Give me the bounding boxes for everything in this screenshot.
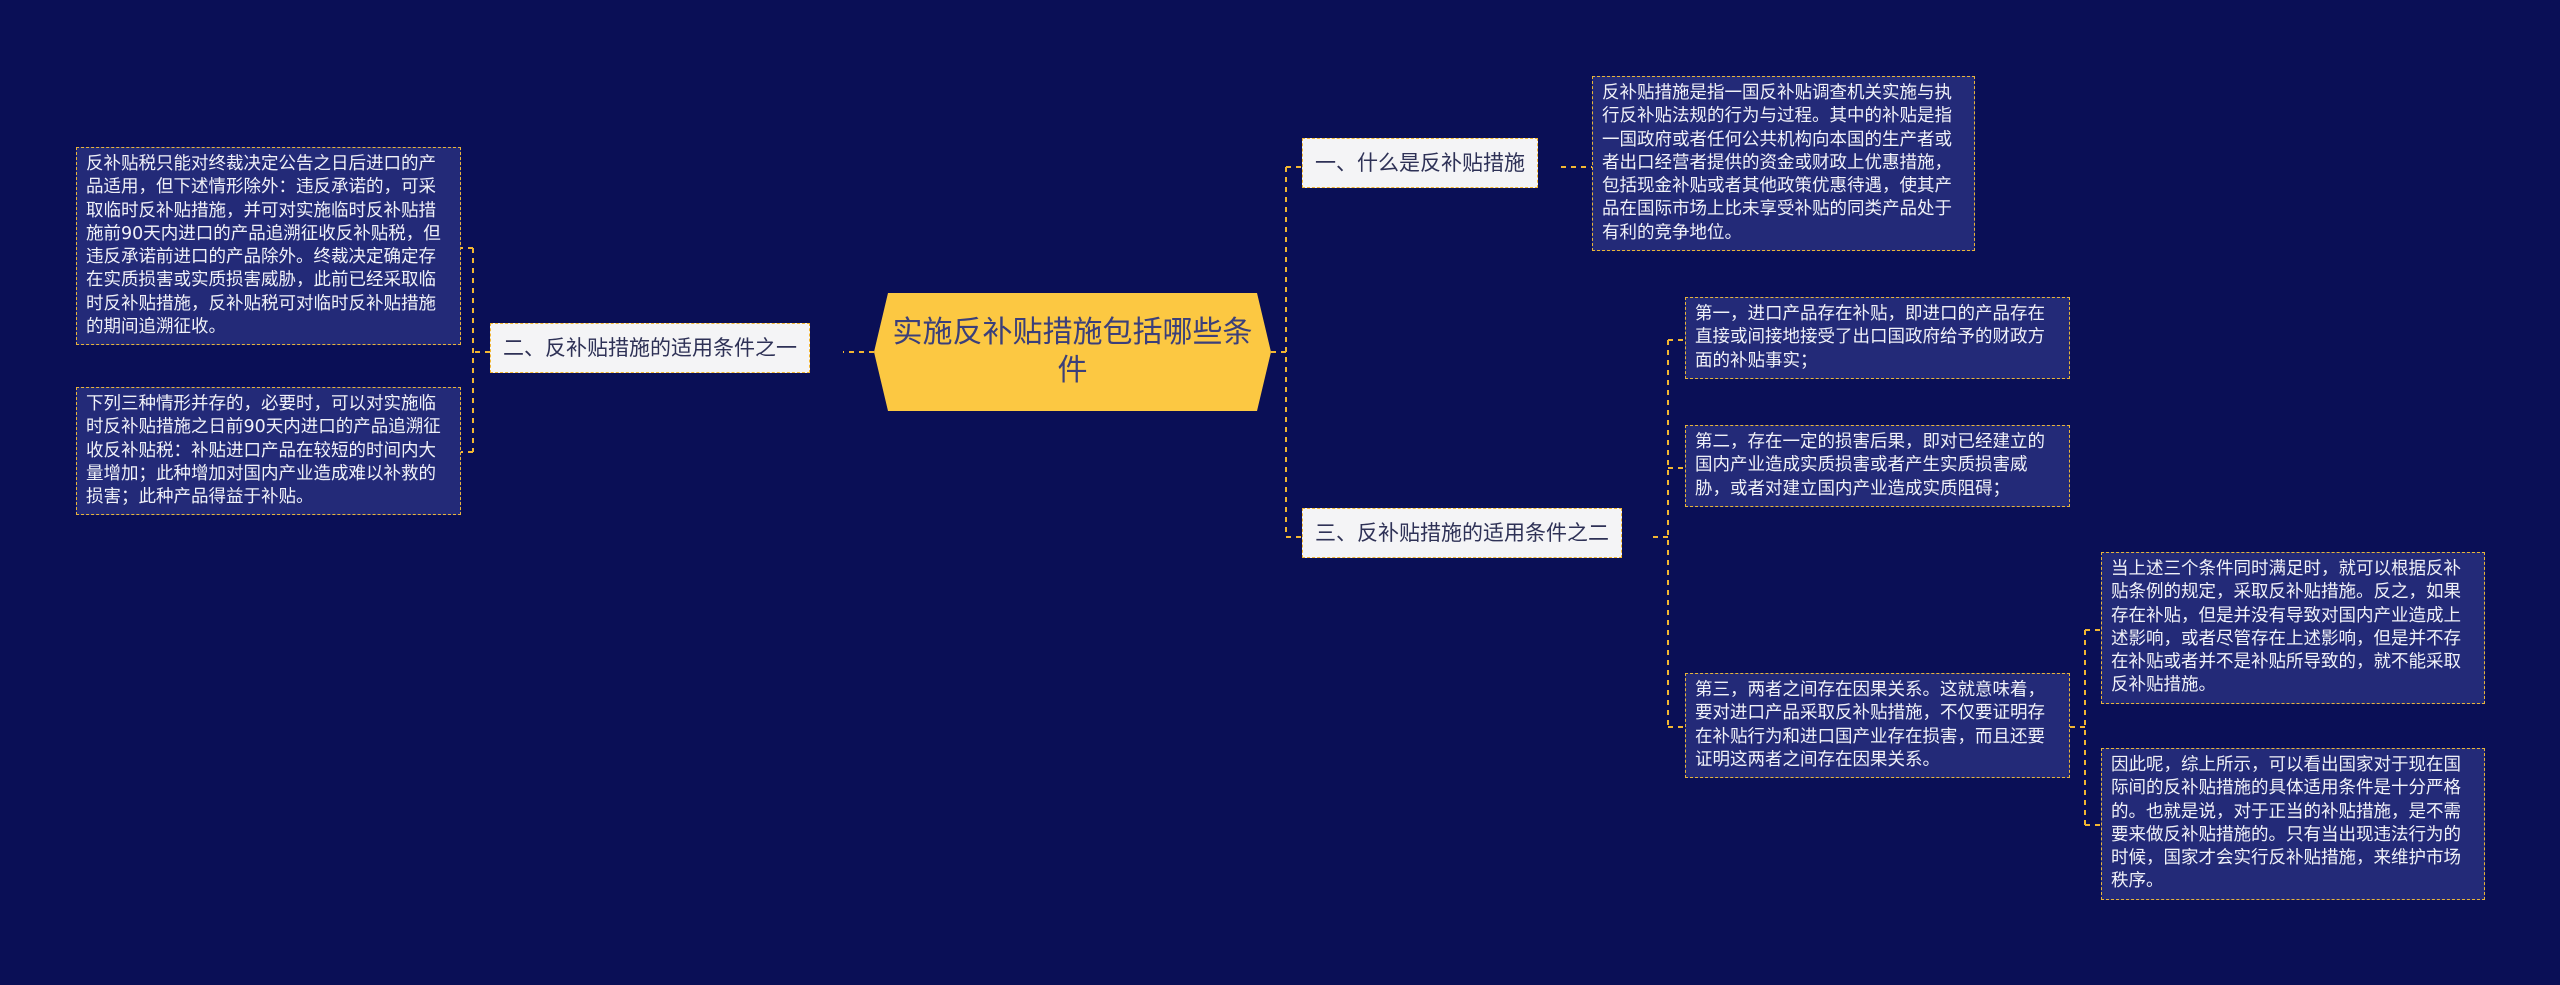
- branch-label: 三、反补贴措施的适用条件之二: [1315, 521, 1609, 545]
- leaf-text: 第三，两者之间存在因果关系。这就意味着，要对进口产品采取反补贴措施，不仅要证明存…: [1695, 680, 2045, 770]
- branch-label: 一、什么是反补贴措施: [1315, 151, 1525, 175]
- leaf-text: 下列三种情形并存的，必要时，可以对实施临时反补贴措施之日前90天内进口的产品追溯…: [86, 394, 441, 508]
- root-hexagon-shape: [874, 293, 1271, 411]
- leaf-all-conditions-met[interactable]: 当上述三个条件同时满足时，就可以根据反补贴条例的规定，采取反补贴措施。反之，如果…: [2101, 552, 2485, 704]
- leaf-third-condition[interactable]: 第三，两者之间存在因果关系。这就意味着，要对进口产品采取反补贴措施，不仅要证明存…: [1685, 673, 2070, 779]
- leaf-three-situations[interactable]: 下列三种情形并存的，必要时，可以对实施临时反补贴措施之日前90天内进口的产品追溯…: [76, 387, 461, 516]
- leaf-first-condition[interactable]: 第一，进口产品存在补贴，即进口的产品存在直接或间接地接受了出口国政府给予的财政方…: [1685, 297, 2070, 379]
- leaf-conclusion[interactable]: 因此呢，综上所示，可以看出国家对于现在国际间的反补贴措施的具体适用条件是十分严格…: [2101, 748, 2485, 900]
- root-topic[interactable]: 实施反补贴措施包括哪些条件: [874, 293, 1271, 411]
- branch-what-is-countervailing[interactable]: 一、什么是反补贴措施: [1302, 138, 1538, 188]
- leaf-definition[interactable]: 反补贴措施是指一国反补贴调查机关实施与执行反补贴法规的行为与过程。其中的补贴是指…: [1592, 76, 1975, 252]
- leaf-retroactive-rule[interactable]: 反补贴税只能对终裁决定公告之日后进口的产品适用，但下述情形除外：违反承诺的，可采…: [76, 147, 461, 346]
- root-topic-label: 实施反补贴措施包括哪些条件: [892, 315, 1253, 388]
- leaf-text: 反补贴措施是指一国反补贴调查机关实施与执行反补贴法规的行为与过程。其中的补贴是指…: [1602, 83, 1952, 243]
- leaf-second-condition[interactable]: 第二，存在一定的损害后果，即对已经建立的国内产业造成实质损害或者产生实质损害威胁…: [1685, 425, 2070, 507]
- branch-label: 二、反补贴措施的适用条件之一: [503, 336, 797, 360]
- branch-condition-one[interactable]: 二、反补贴措施的适用条件之一: [490, 323, 810, 373]
- leaf-text: 第一，进口产品存在补贴，即进口的产品存在直接或间接地接受了出口国政府给予的财政方…: [1695, 304, 2045, 371]
- leaf-text: 反补贴税只能对终裁决定公告之日后进口的产品适用，但下述情形除外：违反承诺的，可采…: [86, 154, 441, 338]
- branch-condition-two[interactable]: 三、反补贴措施的适用条件之二: [1302, 508, 1622, 558]
- leaf-text: 当上述三个条件同时满足时，就可以根据反补贴条例的规定，采取反补贴措施。反之，如果…: [2111, 559, 2461, 696]
- leaf-text: 因此呢，综上所示，可以看出国家对于现在国际间的反补贴措施的具体适用条件是十分严格…: [2111, 755, 2461, 892]
- leaf-text: 第二，存在一定的损害后果，即对已经建立的国内产业造成实质损害或者产生实质损害威胁…: [1695, 432, 2045, 499]
